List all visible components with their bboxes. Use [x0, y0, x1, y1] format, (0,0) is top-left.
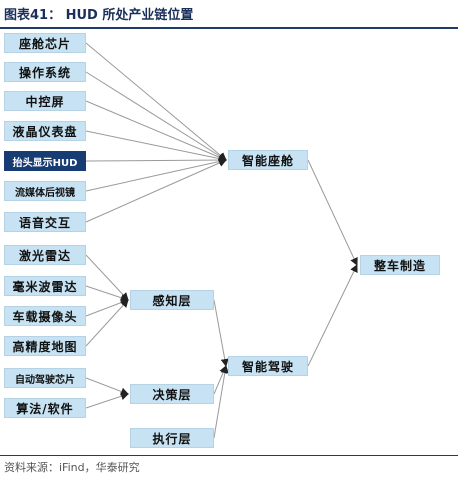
edge-smart-driving — [307, 264, 358, 367]
node-center-screen: 中控屏 — [4, 91, 86, 111]
edge-lcd-cluster — [85, 130, 227, 163]
node-hd-map: 高精度地图 — [4, 336, 86, 356]
edge-cockpit-chip — [85, 42, 227, 161]
source-note: 资料来源：iFind，华泰研究 — [4, 461, 140, 474]
edge-decision — [213, 365, 227, 395]
node-decision: 决策层 — [130, 384, 214, 404]
node-camera: 车载摄像头 — [4, 306, 86, 326]
node-lidar: 激光雷达 — [4, 245, 86, 265]
node-vehicle-manufacturing: 整车制造 — [360, 255, 440, 275]
edge-streaming-mirror — [85, 157, 227, 192]
node-cockpit-chip: 座舱芯片 — [4, 33, 86, 53]
node-mmwave-radar: 毫米波雷达 — [4, 276, 86, 296]
node-execution: 执行层 — [130, 428, 214, 448]
edge-hd-map — [85, 299, 129, 347]
node-hud: 抬头显示HUD — [4, 151, 86, 171]
node-voice: 语音交互 — [4, 212, 86, 232]
edge-hud — [85, 156, 227, 165]
edge-algorithm — [85, 392, 129, 409]
edge-execution — [213, 365, 229, 439]
node-streaming-mirror: 流媒体后视镜 — [4, 181, 86, 201]
figure-title: 图表41： HUD 所处产业链位置 — [4, 8, 194, 23]
node-perception: 感知层 — [130, 290, 214, 310]
footer-divider — [0, 455, 458, 456]
edge-camera — [85, 298, 129, 317]
edge-os — [85, 71, 227, 161]
node-os: 操作系统 — [4, 62, 86, 82]
node-algorithm: 算法/软件 — [4, 398, 86, 418]
edge-smart-cockpit — [307, 159, 358, 266]
edge-center-screen — [85, 100, 227, 161]
node-ad-chip: 自动驾驶芯片 — [4, 368, 86, 388]
edge-lidar — [85, 254, 129, 301]
node-lcd-cluster: 液晶仪表盘 — [4, 121, 86, 141]
edge-ad-chip — [85, 377, 129, 396]
edge-voice — [85, 159, 227, 223]
node-smart-driving: 智能驾驶 — [228, 356, 308, 376]
edge-mmwave — [85, 285, 129, 302]
node-smart-cockpit: 智能座舱 — [228, 150, 308, 170]
edge-perception — [213, 299, 229, 367]
title-divider — [0, 27, 458, 29]
